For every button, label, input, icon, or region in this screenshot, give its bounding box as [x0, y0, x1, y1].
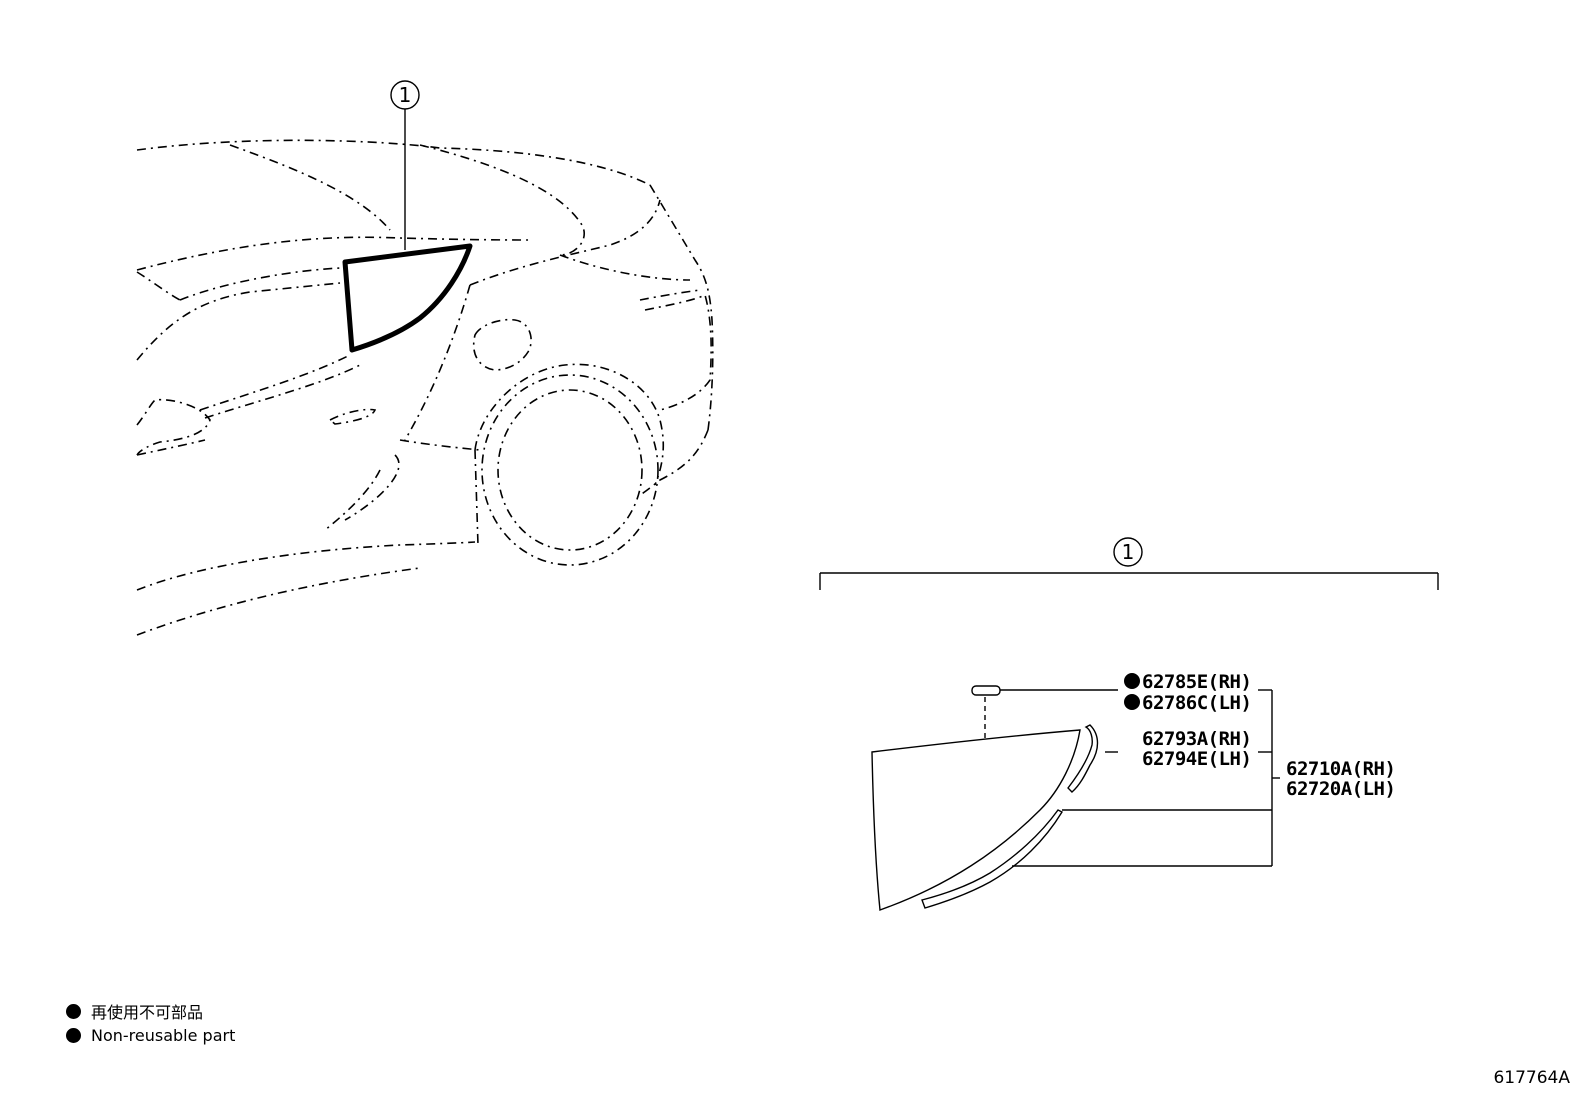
part-label-5: 62710A(RH): [1286, 758, 1395, 780]
assembly-callout-number: 1: [1122, 540, 1135, 564]
bullet-icon: [66, 1003, 81, 1019]
part-label-1: 62785E(RH): [1142, 671, 1251, 693]
glass-panel: [871, 729, 1081, 911]
lower-molding: [921, 809, 1063, 909]
upper-molding: [1067, 724, 1099, 793]
legend-japanese: 再使用不可部品: [66, 999, 203, 1023]
bullet-icon: [66, 1028, 81, 1043]
part-label-2: 62786C(LH): [1142, 692, 1251, 714]
part-label-6: 62720A(LH): [1286, 778, 1395, 800]
car-illustration: [136, 139, 714, 636]
quarter-window-outline: [342, 243, 473, 353]
assembly-bracket: [819, 537, 1439, 590]
clip-part: [971, 685, 1001, 696]
figure-id: 617764A: [1493, 1068, 1570, 1088]
nonreusable-dot-2: [1124, 694, 1140, 710]
car-callout: [390, 80, 420, 250]
legend-english-text: Non-reusable part: [91, 1026, 236, 1045]
part-label-3: 62793A(RH): [1142, 728, 1251, 750]
part-label-4: 62794E(LH): [1142, 748, 1251, 770]
legend-japanese-text: 再使用不可部品: [91, 1003, 204, 1022]
car-callout-number: 1: [399, 83, 412, 107]
nonreusable-dot-1: [1124, 673, 1140, 689]
legend-english: Non-reusable part: [66, 1026, 235, 1045]
exploded-parts: [871, 685, 1280, 911]
